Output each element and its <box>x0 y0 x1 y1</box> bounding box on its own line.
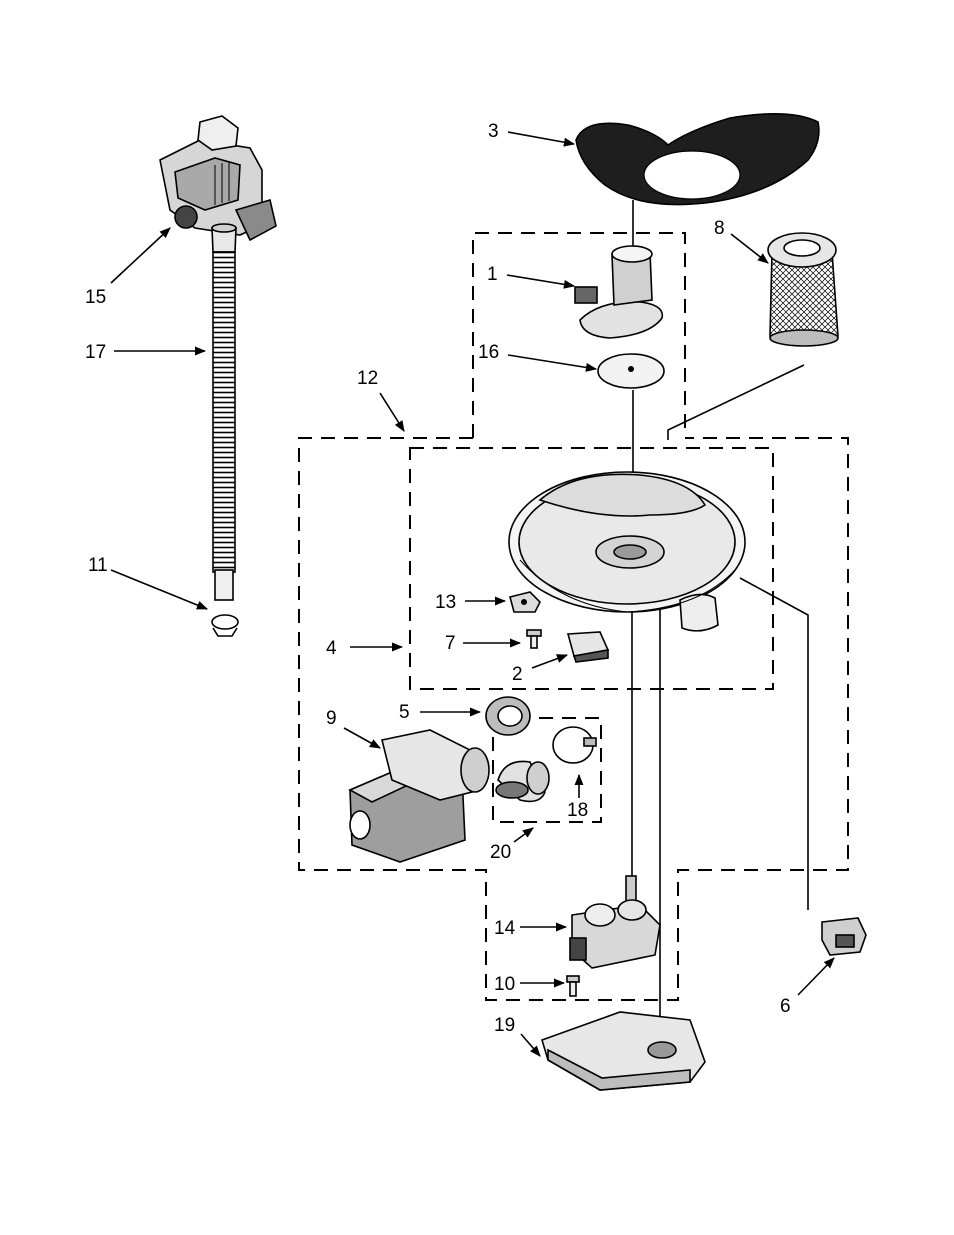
part-6-sensor <box>822 918 866 955</box>
callout-18: 18 <box>567 800 588 821</box>
callout-9: 9 <box>326 708 337 729</box>
part-11-hose-clamp <box>212 615 238 636</box>
part-10-screw <box>567 976 579 996</box>
part-18-clamp <box>553 727 596 763</box>
callout-17: 17 <box>85 342 106 363</box>
sump-tub <box>509 472 745 631</box>
callout-14: 14 <box>494 918 516 939</box>
part-5-seal <box>486 697 530 735</box>
callout-15: 15 <box>85 287 106 308</box>
callout-10: 10 <box>494 974 515 995</box>
callout-3: 3 <box>488 121 499 142</box>
callout-11: 11 <box>88 555 108 576</box>
part-19-base <box>542 1012 705 1090</box>
callout-4: 4 <box>326 638 337 659</box>
part-17-fill-hose <box>212 224 236 600</box>
callout-1: 1 <box>487 264 498 285</box>
callout-12: 12 <box>357 368 378 389</box>
part-14-diverter-motor <box>570 876 660 968</box>
assembly-boundaries <box>299 233 848 1000</box>
part-15-valve-assembly <box>160 116 276 240</box>
callout-2: 2 <box>512 664 523 685</box>
callout-6: 6 <box>780 996 791 1017</box>
part-13-retainer <box>510 592 540 612</box>
callout-20: 20 <box>490 842 511 863</box>
callout-8: 8 <box>714 218 725 239</box>
part-1-diverter <box>575 246 662 338</box>
boundary-upper <box>473 233 685 438</box>
part-7-screw <box>527 630 541 648</box>
callout-7: 7 <box>445 633 456 654</box>
callout-13: 13 <box>435 592 456 613</box>
part-16-disc <box>598 354 664 388</box>
part-2-grommet <box>568 632 608 662</box>
part-8-filter-cylinder <box>768 233 838 346</box>
part-9-pump-motor <box>350 730 489 862</box>
part-3-fine-filter <box>576 114 819 205</box>
callout-16: 16 <box>478 342 499 363</box>
callout-19: 19 <box>494 1015 515 1036</box>
callout-5: 5 <box>399 702 410 723</box>
part-20-elbow-hose <box>496 761 549 801</box>
